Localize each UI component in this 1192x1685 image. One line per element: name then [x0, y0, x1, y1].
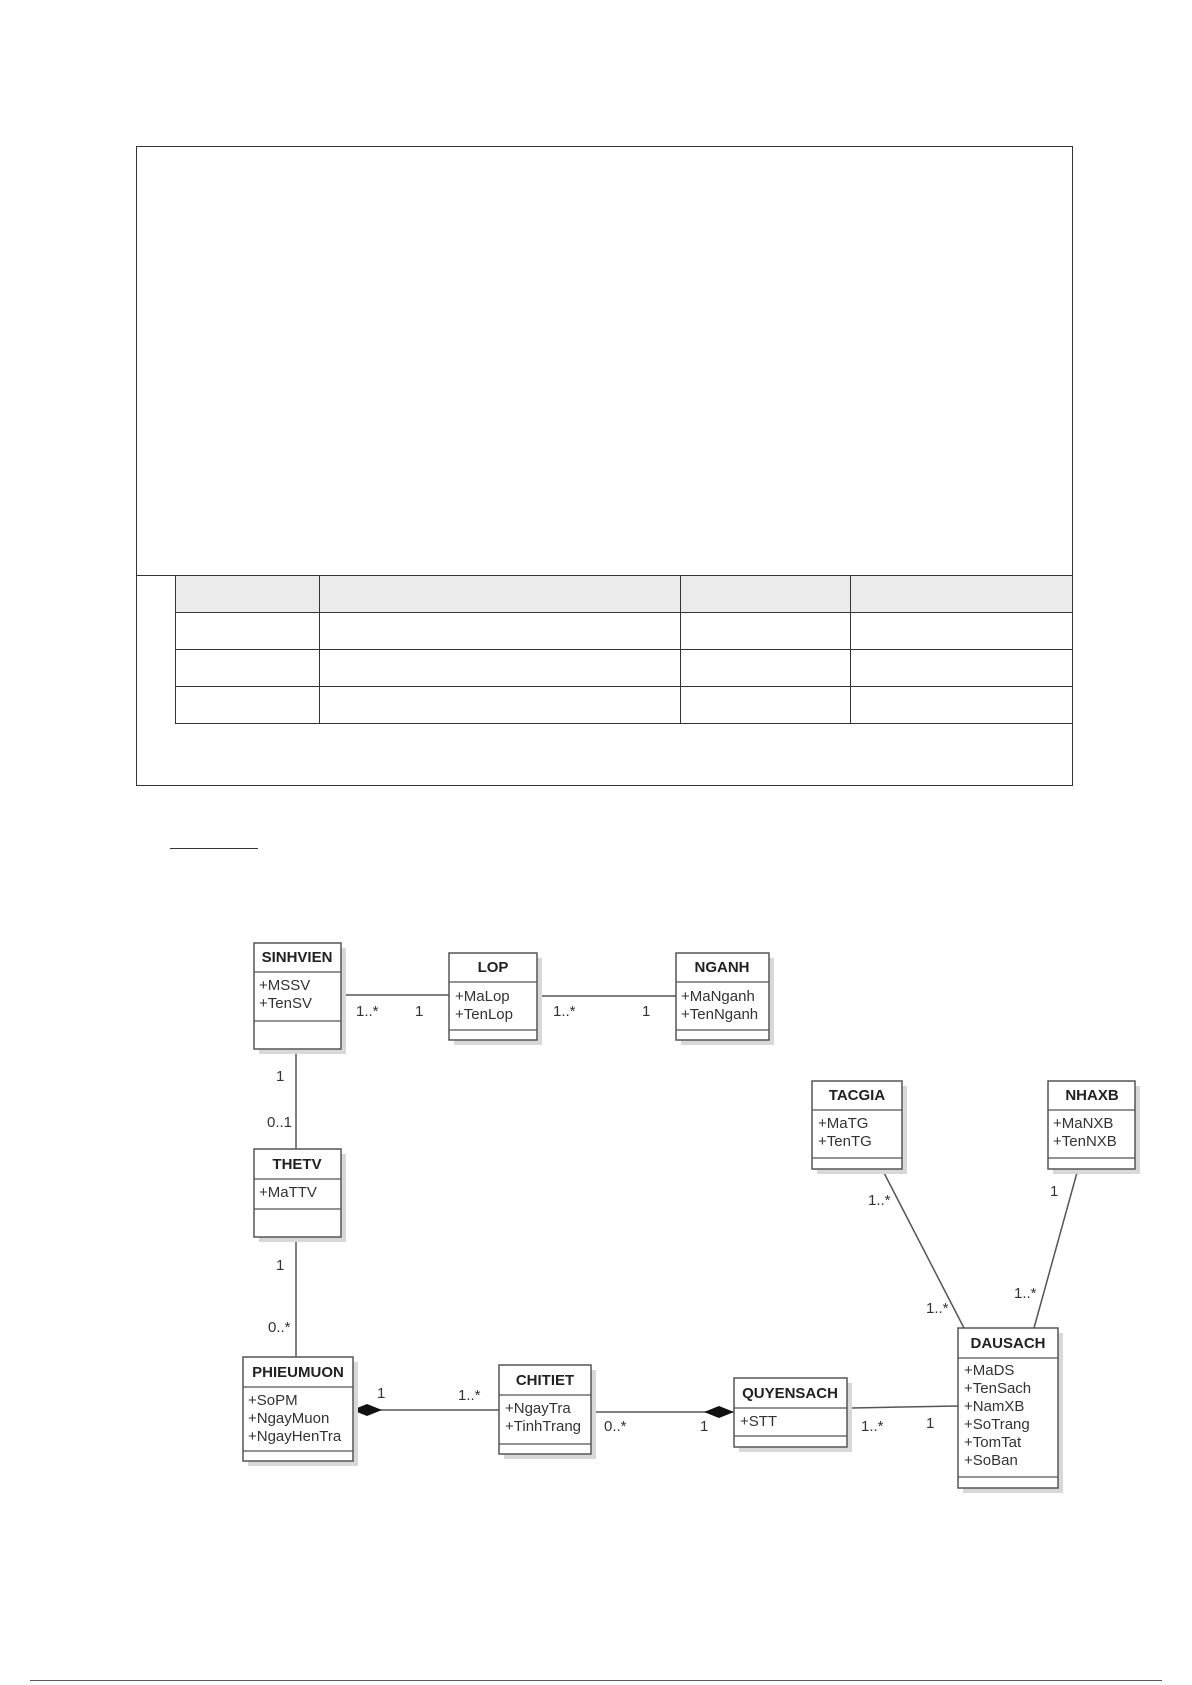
heading-underline	[170, 848, 258, 849]
class-attribute: +MaLop	[455, 988, 510, 1005]
class-sinhvien: SINHVIEN +MSSV +TenSV	[253, 942, 346, 1054]
table-header-row	[175, 575, 1073, 613]
table-cell	[850, 649, 1073, 687]
class-name: THETV	[272, 1156, 321, 1173]
composition-diamond	[352, 1404, 382, 1416]
class-attribute: +MSSV	[259, 977, 310, 994]
class-nganh: NGANH +MaNganh +TenNganh	[675, 952, 774, 1045]
table-cell	[175, 686, 320, 724]
class-name: NGANH	[695, 959, 750, 976]
class-attribute: +NgayTra	[505, 1400, 571, 1417]
table-row	[175, 649, 1073, 687]
multiplicity-label: 0..*	[604, 1418, 627, 1435]
class-attribute: +TinhTrang	[505, 1418, 581, 1435]
class-attribute: +TomTat	[964, 1434, 1022, 1451]
class-attribute: +MaDS	[964, 1362, 1014, 1379]
multiplicity-label: 1	[926, 1415, 934, 1432]
class-attribute: +TenTG	[818, 1133, 872, 1150]
class-thetv: THETV +MaTTV	[253, 1148, 346, 1242]
table-cell	[680, 686, 851, 724]
table-cell	[850, 686, 1073, 724]
multiplicity-label: 1..*	[861, 1418, 884, 1435]
class-attribute: +TenNganh	[681, 1006, 758, 1023]
multiplicity-label: 1	[276, 1068, 284, 1085]
multiplicity-label: 1..*	[868, 1192, 891, 1209]
assoc-tacgia-dausach	[881, 1168, 965, 1329]
class-attribute: +SoPM	[248, 1392, 298, 1409]
class-attribute: +NamXB	[964, 1398, 1024, 1415]
table-cell	[319, 612, 681, 650]
multiplicity-label: 1	[415, 1003, 423, 1020]
class-attribute: +TenSach	[964, 1380, 1031, 1397]
class-name: NHAXB	[1065, 1087, 1119, 1104]
multiplicity-label: 1	[377, 1385, 385, 1402]
class-name: SINHVIEN	[262, 949, 333, 966]
class-attribute: +TenNXB	[1053, 1133, 1117, 1150]
multiplicity-label: 0..*	[268, 1319, 291, 1336]
multiplicity-label: 0..1	[267, 1114, 292, 1131]
multiplicity-label: 1..*	[458, 1387, 481, 1404]
class-attribute: +NgayHenTra	[248, 1428, 342, 1445]
table-cell	[319, 686, 681, 724]
class-name: TACGIA	[829, 1087, 886, 1104]
class-dausach: DAUSACH +MaDS +TenSach +NamXB +SoTrang +…	[957, 1327, 1063, 1493]
class-name: DAUSACH	[971, 1335, 1046, 1352]
class-attribute: +SoTrang	[964, 1416, 1030, 1433]
class-attribute: +NgayMuon	[248, 1410, 329, 1427]
table-header-cell	[850, 575, 1073, 613]
class-tacgia: TACGIA +MaTG +TenTG	[811, 1080, 907, 1174]
class-attribute: +TenSV	[259, 995, 312, 1012]
class-attribute: +MaNXB	[1053, 1115, 1113, 1132]
class-attribute: +MaTTV	[259, 1184, 317, 1201]
class-attribute: +STT	[740, 1413, 777, 1430]
multiplicity-label: 1	[700, 1418, 708, 1435]
table-cell	[175, 612, 320, 650]
multiplicity-label: 1..*	[553, 1003, 576, 1020]
multiplicity-label: 1	[276, 1257, 284, 1274]
composition-diamond	[704, 1406, 734, 1418]
class-attribute: +MaNganh	[681, 988, 755, 1005]
class-phieumuon: PHIEUMUON +SoPM +NgayMuon +NgayHenTra	[242, 1356, 358, 1466]
page-bottom-rule	[30, 1680, 1162, 1681]
multiplicity-label: 1..*	[926, 1300, 949, 1317]
class-name: PHIEUMUON	[252, 1364, 344, 1381]
class-attribute: +TenLop	[455, 1006, 513, 1023]
class-chitiet: CHITIET +NgayTra +TinhTrang	[498, 1364, 596, 1459]
assoc-nhaxb-dausach	[1033, 1168, 1079, 1329]
table-row	[175, 686, 1073, 724]
table-header-cell	[680, 575, 851, 613]
class-attribute: +MaTG	[818, 1115, 868, 1132]
class-quyensach: QUYENSACH +STT	[733, 1377, 852, 1452]
class-name: QUYENSACH	[742, 1385, 838, 1402]
table-cell	[680, 649, 851, 687]
multiplicity-label: 1..*	[1014, 1285, 1037, 1302]
multiplicity-label: 1..*	[356, 1003, 379, 1020]
class-nhaxb: NHAXB +MaNXB +TenNXB	[1047, 1080, 1140, 1174]
class-attribute: +SoBan	[964, 1452, 1018, 1469]
multiplicity-label: 1	[642, 1003, 650, 1020]
table-cell	[680, 612, 851, 650]
blank-table	[175, 575, 1073, 724]
multiplicity-label: 1	[1050, 1183, 1058, 1200]
class-lop: LOP +MaLop +TenLop	[448, 952, 542, 1045]
assoc-quyensach-dausach	[851, 1405, 959, 1409]
class-name: CHITIET	[516, 1372, 574, 1389]
class-name: LOP	[478, 959, 509, 976]
form-frame	[136, 146, 1073, 786]
